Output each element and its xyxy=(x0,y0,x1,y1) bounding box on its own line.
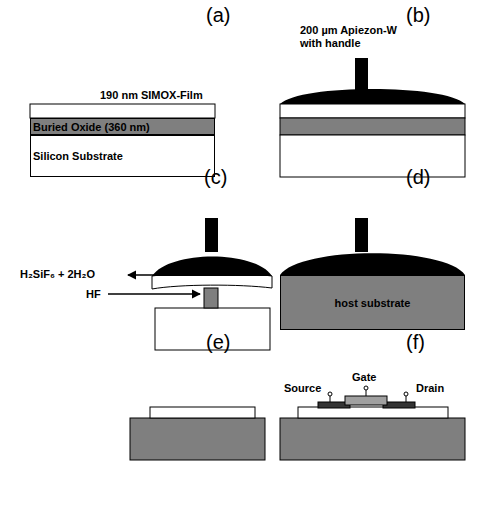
transferred-film-e xyxy=(130,407,265,460)
panel-letter: (c) xyxy=(204,166,227,188)
layer-label: host substrate xyxy=(335,297,411,309)
etchant-label: HF xyxy=(86,288,101,301)
panel-letter: (d) xyxy=(406,166,430,188)
panel-letter: (e) xyxy=(206,331,230,353)
terminal-label: Drain xyxy=(416,382,444,395)
layer-label: 190 nm SIMOX-Film xyxy=(100,89,203,102)
panel-letter: (a) xyxy=(206,4,230,26)
reaction-product-label: H₂SiF₆ + 2H₂O xyxy=(20,268,95,281)
layer-label: Buried Oxide (360 nm) xyxy=(33,121,150,133)
substrate-layer: Silicon Substrate xyxy=(30,135,215,177)
simox-film xyxy=(30,104,215,118)
panel-letter: (b) xyxy=(406,4,430,26)
host-substrate: host substrate xyxy=(280,275,465,330)
wafer-stack-b xyxy=(280,58,465,177)
etch-step-c xyxy=(108,218,272,350)
material-label: 200 µm Apiezon-W with handle xyxy=(300,24,412,50)
terminal-label: Source xyxy=(284,382,321,395)
transistor-f xyxy=(280,386,465,460)
terminal-label: Gate xyxy=(352,371,376,384)
layer-label: Silicon Substrate xyxy=(33,150,123,162)
oxide-layer: Buried Oxide (360 nm) xyxy=(30,118,215,135)
apiezon-on-host xyxy=(280,218,465,275)
panel-letter: (f) xyxy=(406,331,425,353)
